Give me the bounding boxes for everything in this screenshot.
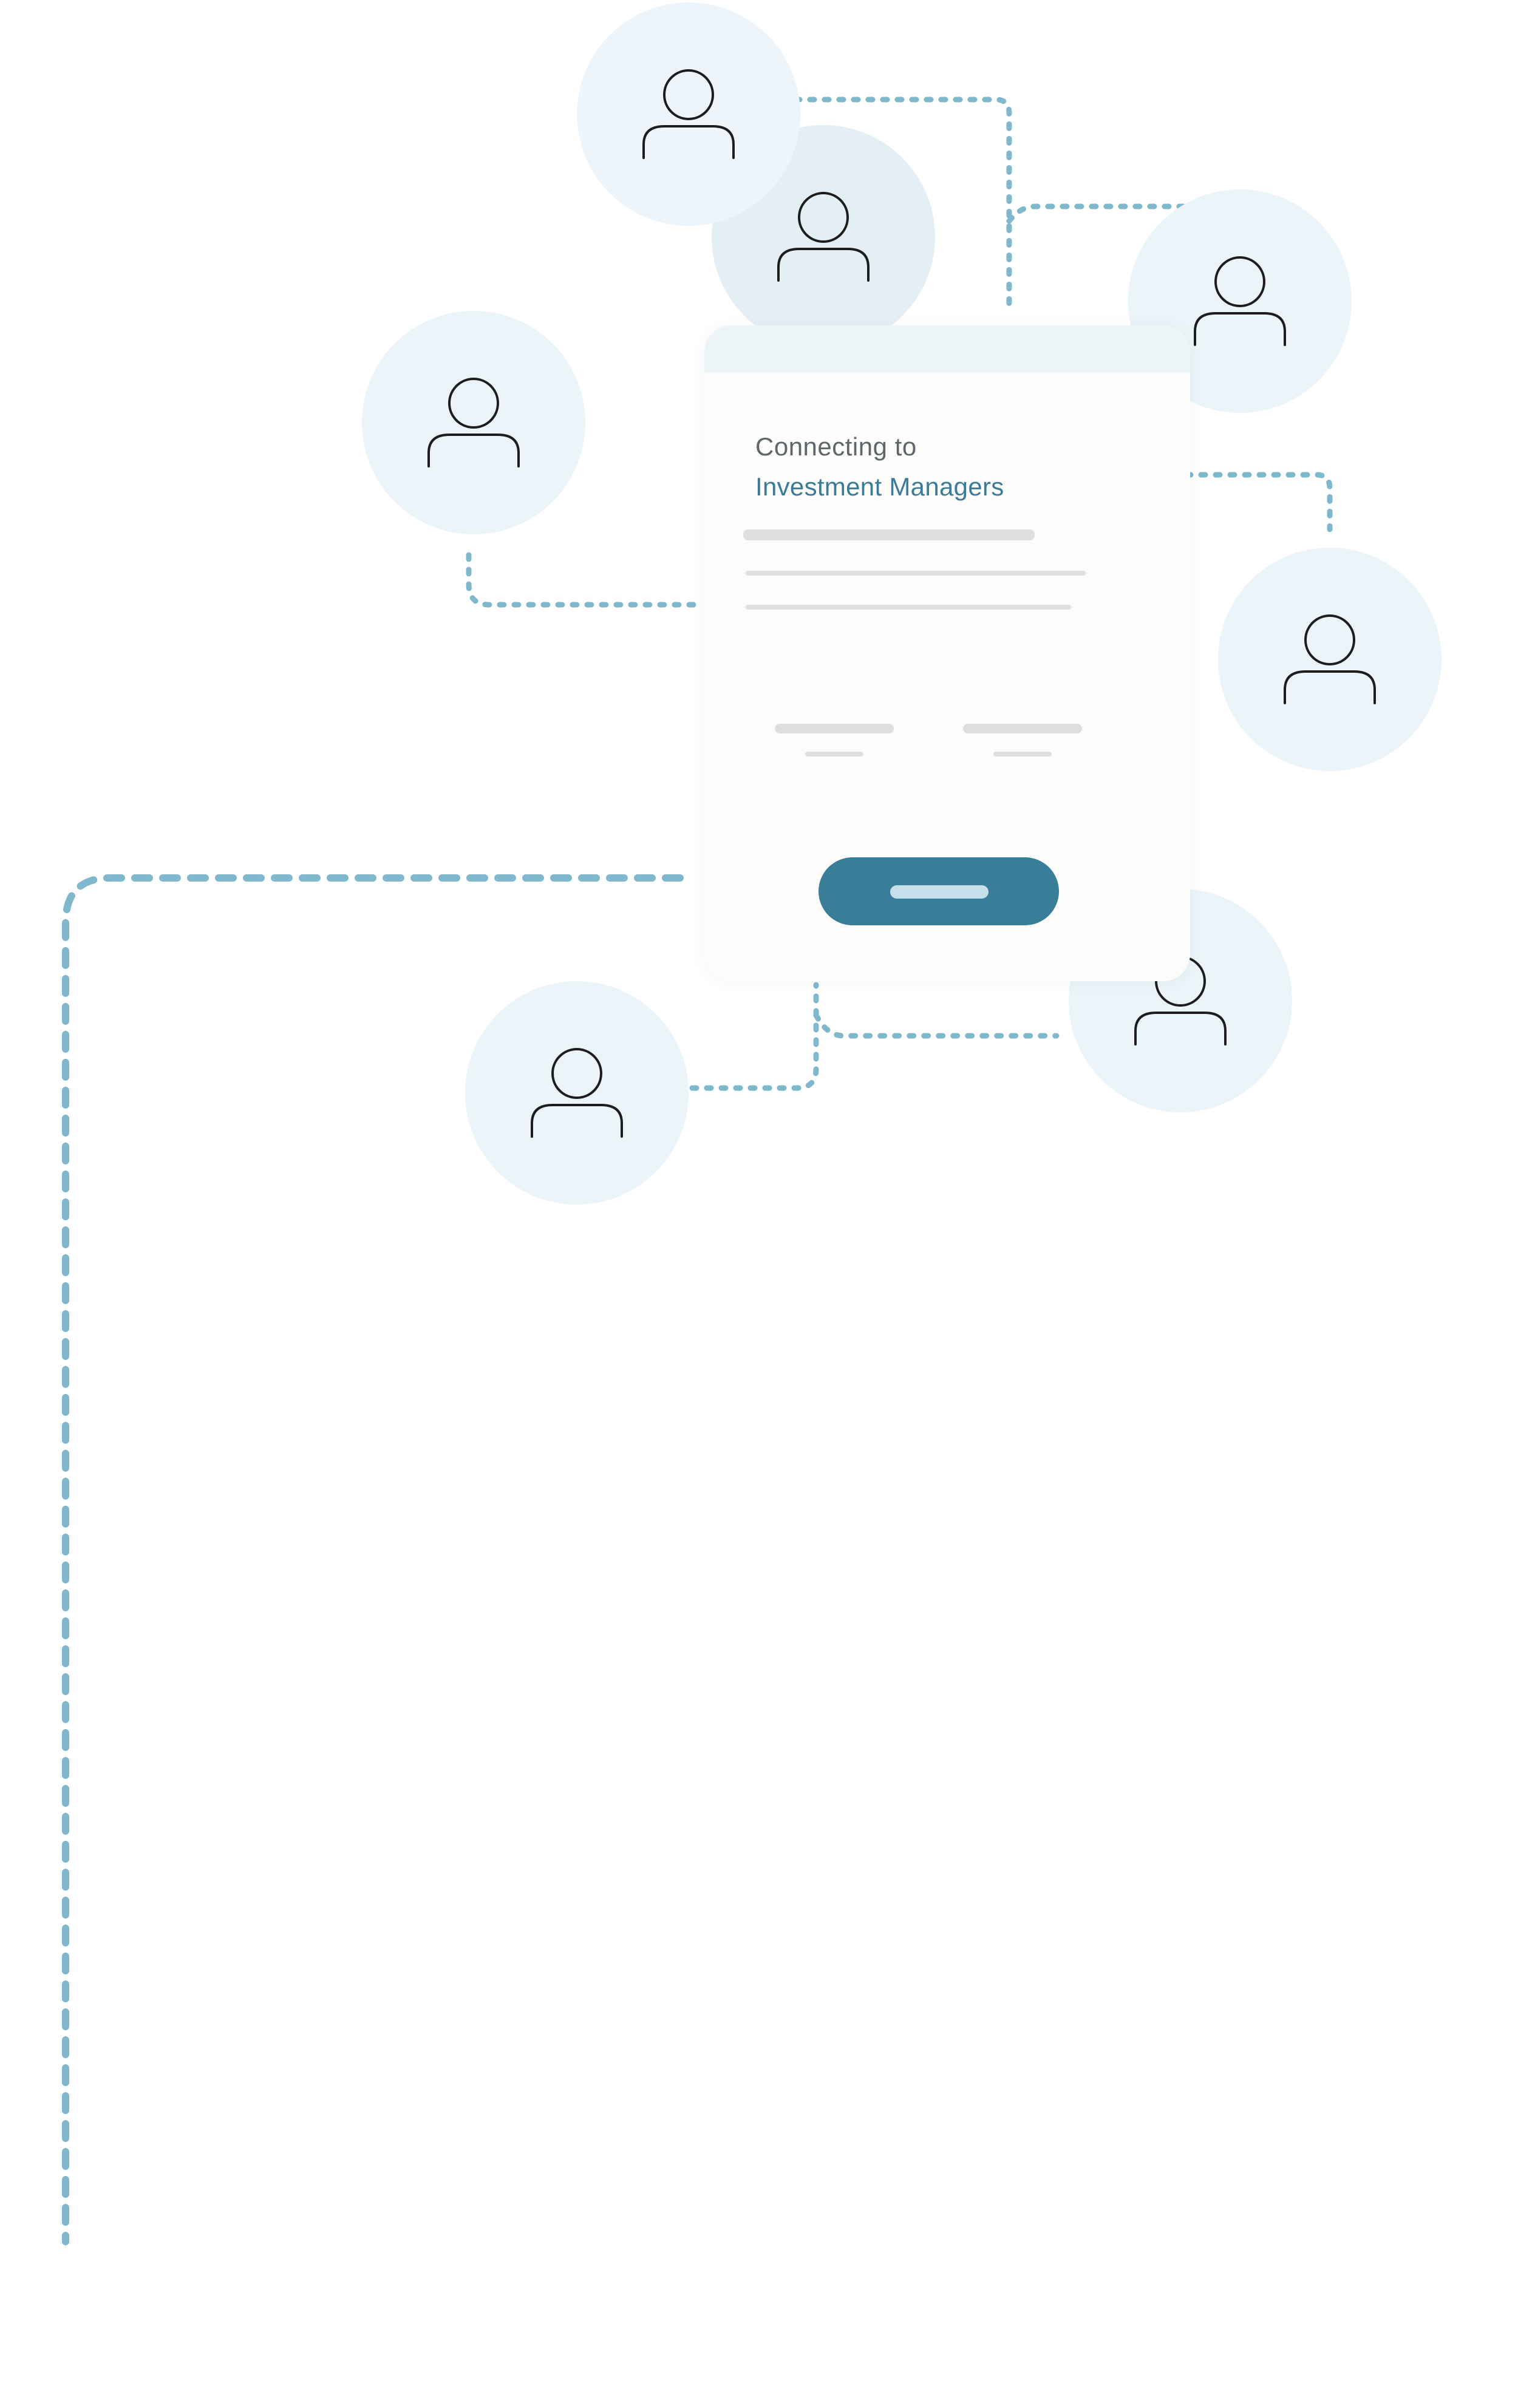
placeholder-stat-bar <box>963 724 1082 733</box>
placeholder-stat-bar <box>775 724 894 733</box>
user-icon <box>427 378 520 468</box>
connector-top-right <box>1006 203 1193 224</box>
connector-bottom-left <box>689 982 819 1091</box>
placeholder-stat-label <box>993 752 1052 757</box>
card-title: Investment Managers <box>755 472 1004 501</box>
avatar-left <box>362 311 585 534</box>
button-label-placeholder <box>890 885 989 899</box>
card-header <box>704 325 1190 373</box>
connector-bottom-right <box>813 1012 1060 1039</box>
placeholder-line <box>746 571 1086 576</box>
connection-card: Connecting to Investment Managers <box>704 325 1190 981</box>
card-subtitle: Connecting to <box>755 432 917 461</box>
user-icon <box>642 69 735 159</box>
connector-right <box>1169 472 1333 532</box>
user-icon <box>777 192 870 282</box>
connector-top-left <box>792 97 1012 314</box>
user-icon <box>531 1048 623 1138</box>
user-icon <box>1194 256 1286 346</box>
connector-left <box>466 552 699 608</box>
avatar-top-left <box>577 2 800 226</box>
connector-long <box>62 874 684 2245</box>
connect-button[interactable] <box>819 857 1059 925</box>
placeholder-line <box>743 529 1035 540</box>
avatar-bottom-left <box>465 981 689 1205</box>
placeholder-stat-label <box>805 752 863 757</box>
placeholder-line <box>746 605 1071 610</box>
user-icon <box>1284 614 1376 704</box>
avatar-right <box>1218 548 1441 771</box>
